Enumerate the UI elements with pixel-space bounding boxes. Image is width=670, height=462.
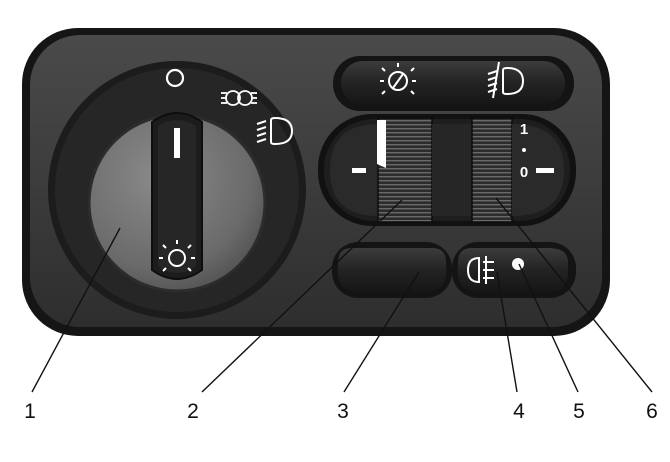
knob-pointer-mark bbox=[174, 128, 180, 158]
dimmer-pointer-mark bbox=[377, 120, 386, 164]
callout-4: 4 bbox=[513, 400, 525, 423]
panel-dimmer-thumbwheel[interactable] bbox=[377, 117, 433, 223]
off-circle-icon bbox=[165, 68, 185, 88]
callout-1: 1 bbox=[24, 400, 36, 423]
spare-button[interactable] bbox=[338, 248, 446, 292]
low-beam-icon bbox=[256, 116, 294, 146]
knob-grip-face bbox=[158, 120, 196, 273]
thumbwheel-divider bbox=[432, 124, 472, 216]
left-cap-dash bbox=[352, 168, 366, 173]
callout-5: 5 bbox=[573, 400, 585, 423]
wheel-label-bottom: 0 bbox=[520, 164, 528, 181]
callout-3: 3 bbox=[337, 400, 349, 423]
wheel-label-dot bbox=[522, 148, 526, 152]
parking-lights-icon bbox=[221, 90, 257, 106]
indicator-dot-icon bbox=[512, 258, 524, 270]
wheel-label-top: 1 bbox=[520, 121, 528, 138]
top-rocker-button[interactable] bbox=[341, 61, 565, 105]
dimmer-pointer-tip bbox=[377, 164, 386, 168]
headlight-leveling-icon bbox=[487, 61, 525, 99]
headlight-leveling-thumbwheel[interactable] bbox=[471, 117, 513, 223]
instrument-light-icon bbox=[159, 240, 195, 272]
rear-fog-light-button[interactable] bbox=[458, 248, 568, 292]
callout-2: 2 bbox=[187, 400, 199, 423]
callout-leaders bbox=[31, 197, 653, 393]
panel-light-icon bbox=[380, 63, 416, 95]
rear-fog-icon bbox=[466, 256, 494, 284]
callout-6: 6 bbox=[646, 400, 658, 423]
right-cap-dash bbox=[536, 168, 554, 173]
